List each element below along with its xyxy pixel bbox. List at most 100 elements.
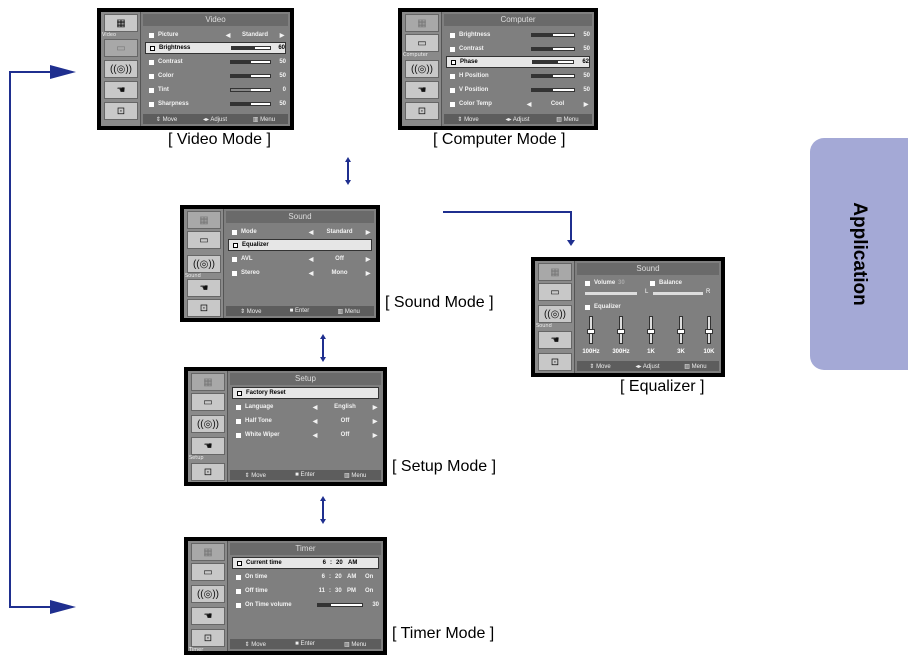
eq-slider[interactable]	[647, 316, 655, 344]
osd-title: Sound	[577, 263, 719, 275]
osd-row[interactable]: Half Tone◀Off▶	[232, 415, 379, 427]
eq-slider[interactable]	[705, 316, 713, 344]
osd-sidebar: ▦ ▭Computer ((◎)) ☚ ⊡	[402, 12, 442, 126]
caption-setup: [ Setup Mode ]	[392, 458, 497, 475]
computer-icon: ▭	[538, 283, 572, 301]
timer-icon: ⊡	[104, 102, 138, 120]
osd-row[interactable]: Language◀English▶	[232, 401, 379, 413]
eq-band-label: 10K	[703, 349, 715, 355]
osd-title: Video	[143, 14, 288, 26]
osd-footer: ⇕ Move■ Enter▥ Menu	[230, 470, 381, 480]
osd-title: Timer	[230, 543, 381, 555]
osd-row[interactable]: Stereo◀Mono▶	[228, 267, 372, 279]
sound-icon: ((◎))	[405, 60, 439, 78]
osd-row[interactable]: Picture◀Standard▶	[145, 29, 286, 41]
computer-icon: ▭	[104, 39, 138, 57]
setup-icon: ☚	[538, 331, 572, 349]
eq-band-label: 1K	[647, 349, 655, 355]
osd-sidebar: ▦ ▭ ((◎)) ☚ ⊡Timer	[188, 541, 228, 653]
osd-row-selected[interactable]: Equalizer	[228, 239, 372, 251]
eq-band-label: 100Hz	[582, 349, 600, 355]
eq-volume-bar[interactable]	[585, 292, 637, 295]
osd-footer: ⇕ Move■ Enter▥ Menu	[226, 306, 374, 316]
video-icon: ▦	[191, 373, 225, 391]
computer-icon: ▭	[191, 393, 225, 411]
flow-line-bottom	[9, 606, 53, 608]
application-side-tab: Application	[810, 138, 908, 370]
video-osd: ▦Video ▭ ((◎)) ☚ ⊡ Video Picture◀Standar…	[97, 8, 294, 130]
updown-arrow-3	[320, 496, 326, 524]
osd-sidebar: ▦ ▭ ((◎))Sound ☚ ⊡	[535, 261, 575, 373]
osd-sidebar: ▦ ▭ ((◎)) ☚Setup ⊡	[188, 371, 228, 482]
flow-line-top	[9, 71, 53, 73]
eq-balance-bar[interactable]	[653, 292, 703, 295]
caption-video: [ Video Mode ]	[168, 131, 271, 148]
video-icon: ▦	[187, 211, 221, 229]
sound-icon: ((◎))	[191, 585, 225, 603]
flow-line-left	[9, 71, 11, 608]
video-icon: ▦	[405, 14, 439, 32]
computer-icon: ▭	[405, 34, 439, 52]
caption-sound: [ Sound Mode ]	[385, 294, 494, 311]
updown-arrow-1	[345, 157, 351, 185]
application-tab-label: Application	[849, 202, 870, 306]
caption-timer: [ Timer Mode ]	[392, 625, 495, 642]
eq-slider[interactable]	[617, 316, 625, 344]
osd-footer: ⇕ Move■ Enter▥ Menu	[230, 639, 381, 649]
arrow-to-timer	[50, 600, 76, 614]
arrow-to-video	[50, 65, 76, 79]
video-icon: ▦	[104, 14, 138, 32]
osd-row-selected[interactable]: Factory Reset	[232, 387, 379, 399]
osd-footer: ⇕ Move◂▸ Adjust▥ Menu	[577, 361, 719, 371]
eq-label-row: Equalizer	[581, 301, 717, 313]
computer-icon: ▭	[187, 231, 221, 249]
eq-balance-l: L	[645, 289, 649, 295]
computer-osd: ▦ ▭Computer ((◎)) ☚ ⊡ Computer Brightnes…	[398, 8, 598, 130]
flow-line-eq-v	[570, 211, 572, 241]
computer-icon: ▭	[191, 563, 225, 581]
timer-icon: ⊡	[538, 353, 572, 371]
flow-line-eq-h	[443, 211, 571, 213]
setup-icon: ☚	[191, 437, 225, 455]
updown-arrow-2	[320, 334, 326, 362]
osd-title: Sound	[226, 211, 374, 223]
sound-icon: ((◎))	[538, 305, 572, 323]
setup-icon: ☚	[187, 279, 221, 297]
video-icon: ▦	[191, 543, 225, 561]
eq-band-label: 300Hz	[612, 349, 630, 355]
osd-row[interactable]: Color Temp◀Cool▶	[446, 98, 590, 110]
sound-osd: ▦ ▭ ((◎))Sound ☚ ⊡ Sound Mode◀Standard▶ …	[180, 205, 380, 322]
osd-row[interactable]: AVL◀Off▶	[228, 253, 372, 265]
caption-computer: [ Computer Mode ]	[433, 131, 566, 148]
arrow-to-equalizer	[567, 240, 575, 246]
timer-icon: ⊡	[405, 102, 439, 120]
eq-band-label: 3K	[677, 349, 685, 355]
sound-icon: ((◎))	[191, 415, 225, 433]
eq-slider[interactable]	[587, 316, 595, 344]
eq-slider[interactable]	[677, 316, 685, 344]
osd-row[interactable]: White Wiper◀Off▶	[232, 429, 379, 441]
osd-row[interactable]: Mode◀Standard▶	[228, 226, 372, 238]
osd-title: Computer	[444, 14, 592, 26]
setup-icon: ☚	[191, 607, 225, 625]
setup-osd: ▦ ▭ ((◎)) ☚Setup ⊡ Setup Factory Reset L…	[184, 367, 387, 486]
osd-sidebar: ▦ ▭ ((◎))Sound ☚ ⊡	[184, 209, 224, 318]
osd-title: Setup	[230, 373, 381, 385]
